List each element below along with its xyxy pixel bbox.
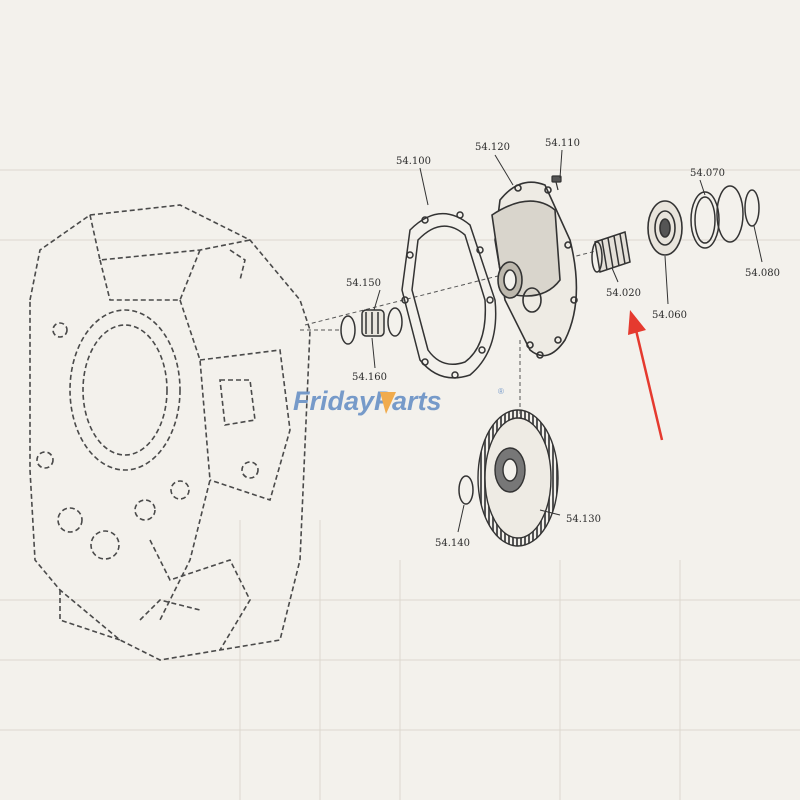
label-54070: 54.070 [690, 168, 725, 179]
part-54120-cover [491, 181, 578, 359]
part-labels: 54.100 54.120 54.110 54.070 54.150 54.02… [346, 138, 780, 549]
label-54160: 54.160 [352, 372, 387, 383]
part-54110-bolt [551, 175, 562, 191]
leader-lines [371, 149, 763, 533]
label-54020: 54.020 [606, 288, 641, 299]
label-54130: 54.130 [566, 514, 601, 525]
paper-background-lines [0, 169, 800, 800]
watermark-registered: ® [498, 387, 504, 396]
part-54070-ring [690, 191, 720, 249]
label-54060: 54.060 [652, 310, 687, 321]
svg-text:FridayParts: FridayParts [293, 386, 442, 416]
part-54100-gasket [401, 211, 497, 379]
label-54100: 54.100 [396, 156, 431, 167]
highlight-arrow [628, 310, 664, 441]
part-54150-bearing [340, 307, 403, 345]
part-54140-circlip [458, 475, 474, 505]
label-54080: 54.080 [745, 268, 780, 279]
watermark-logo: FridayParts ® [293, 386, 504, 416]
transmission-housing [29, 204, 311, 661]
part-54130-gear [477, 409, 559, 547]
watermark-accent-icon [380, 392, 396, 414]
part-54020-shaft [591, 231, 631, 273]
label-54110: 54.110 [545, 138, 580, 149]
part-54080-circlip [716, 185, 760, 243]
label-54140: 54.140 [435, 538, 470, 549]
label-54120: 54.120 [475, 142, 510, 153]
part-54060-bearing [647, 200, 683, 256]
label-54150: 54.150 [346, 278, 381, 289]
watermark-text-part1: Friday [293, 386, 376, 416]
